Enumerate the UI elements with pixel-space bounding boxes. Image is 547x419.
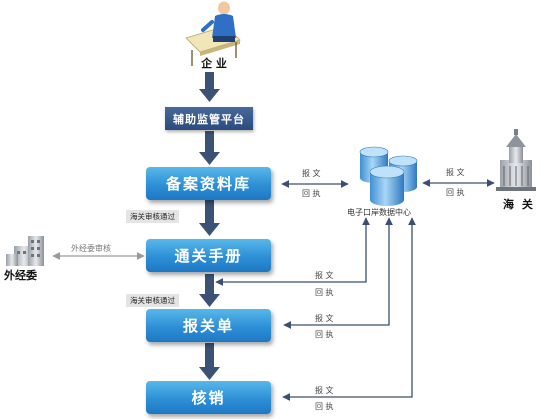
datacenter-verification-link [282, 217, 416, 401]
customs-building-icon [496, 129, 536, 191]
record-database-box: 备案资料库 [146, 167, 271, 200]
customs-handbook-box: 通关手册 [146, 239, 271, 272]
foreign-trade-review-label: 外经委审核 [71, 244, 111, 253]
foreign-trade-label: 外经委 [4, 269, 37, 282]
flow-arrow-record-handbook [199, 200, 220, 236]
receipt-label: 回 执 [315, 330, 334, 339]
enterprise-label: 企 业 [201, 57, 227, 70]
verification-box: 核销 [146, 381, 271, 414]
customs-label: 海 关 [503, 198, 535, 211]
receipt-label: 回 执 [446, 188, 465, 197]
flow-arrow-platform-record [199, 131, 220, 165]
flow-arrow-enterprise-platform [199, 72, 220, 102]
database-icon [359, 146, 418, 206]
receipt-label: 回 执 [315, 402, 334, 411]
message-label: 报 文 [315, 314, 334, 323]
customs-approved-label: 海关审核通过 [126, 294, 179, 307]
enterprise-person-icon [185, 1, 241, 66]
datacenter-declaration-link [283, 217, 393, 329]
customs-approved-label: 海关审核通过 [126, 210, 179, 223]
receipt-label: 回 执 [302, 189, 321, 198]
data-center-label: 电子口岸数据中心 [347, 208, 411, 217]
message-label: 报 文 [315, 386, 334, 395]
message-label: 报 文 [315, 271, 334, 280]
receipt-label: 回 执 [315, 288, 334, 297]
flow-arrow-declaration-verification [199, 343, 220, 380]
message-label: 报 文 [446, 168, 465, 177]
platform-box: 辅助监管平台 [165, 107, 253, 130]
customs-declaration-box: 报关单 [146, 309, 271, 342]
foreign-trade-building-icon [6, 236, 44, 266]
flow-arrow-handbook-declaration [199, 274, 220, 307]
message-label: 报 文 [302, 169, 321, 178]
